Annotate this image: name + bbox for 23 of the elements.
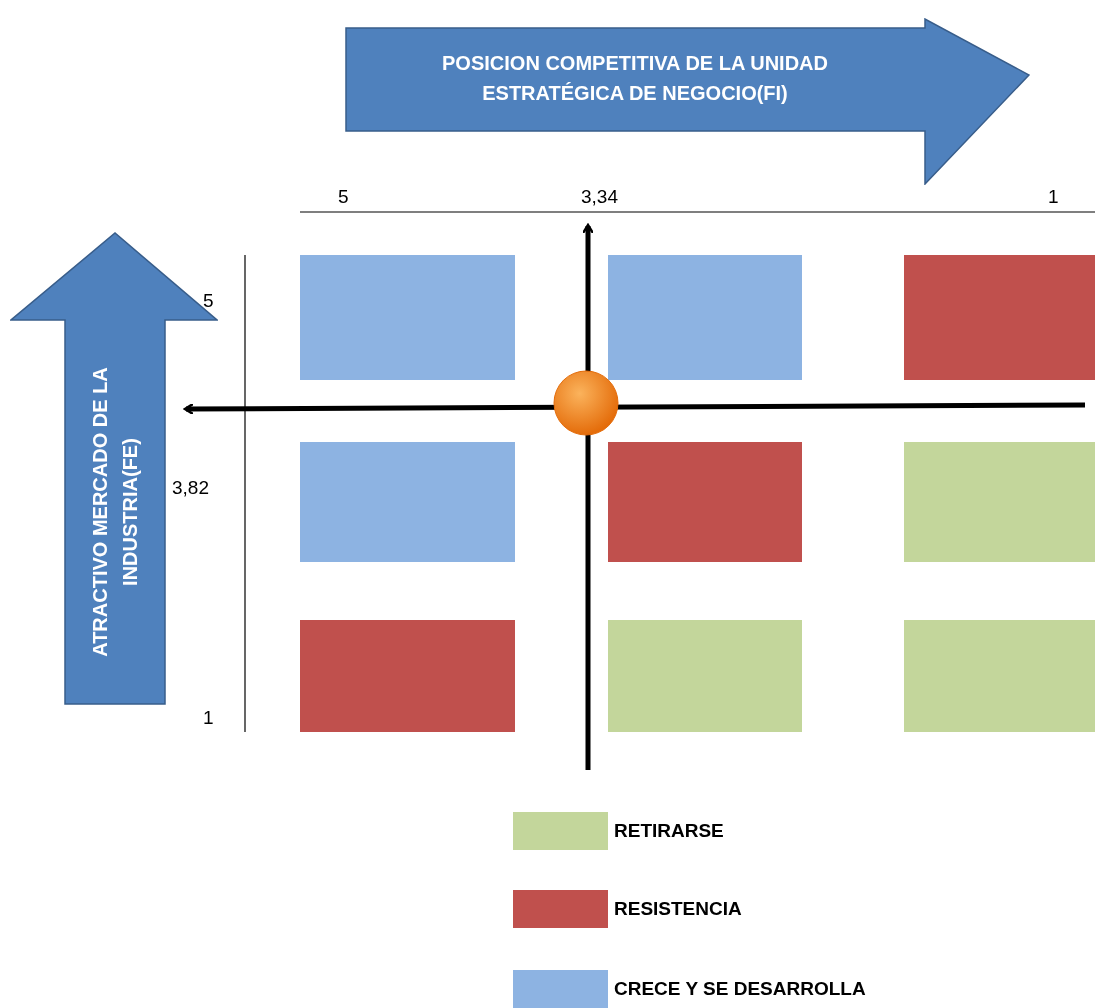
marker-circle (553, 370, 619, 436)
arrow-label: POSICION COMPETITIVA DE LA UNIDAD ESTRATÉGICA DE NEGOCIO(FI) (441, 51, 829, 106)
quadrant-box (904, 442, 1095, 562)
quadrant-box (608, 620, 802, 732)
arrow-banner (345, 18, 1030, 185)
quadrant-box (300, 255, 515, 380)
axis-tick-label: 1 (203, 707, 214, 729)
quadrant-box (904, 620, 1095, 732)
axis-tick-label: 1 (1048, 186, 1059, 208)
legend-label: RETIRARSE (614, 820, 724, 842)
axis-tick-label: 3,34 (581, 186, 618, 208)
axis-tick-label: 5 (338, 186, 349, 208)
axis-tick-label: 3,82 (172, 477, 209, 499)
quadrant-box (300, 442, 515, 562)
arrow-banner (10, 232, 218, 705)
legend-label: CRECE Y SE DESARROLLA (614, 978, 866, 1000)
legend-label: RESISTENCIA (614, 898, 742, 920)
quadrant-box (608, 442, 802, 562)
axis-tick-label: 5 (203, 290, 214, 312)
quadrant-box (608, 255, 802, 380)
quadrant-box (904, 255, 1095, 380)
quadrant-box (300, 620, 515, 732)
arrow-label: ATRACTIVO MERCADO DE LA INDUSTRIA(FE) (88, 366, 142, 659)
